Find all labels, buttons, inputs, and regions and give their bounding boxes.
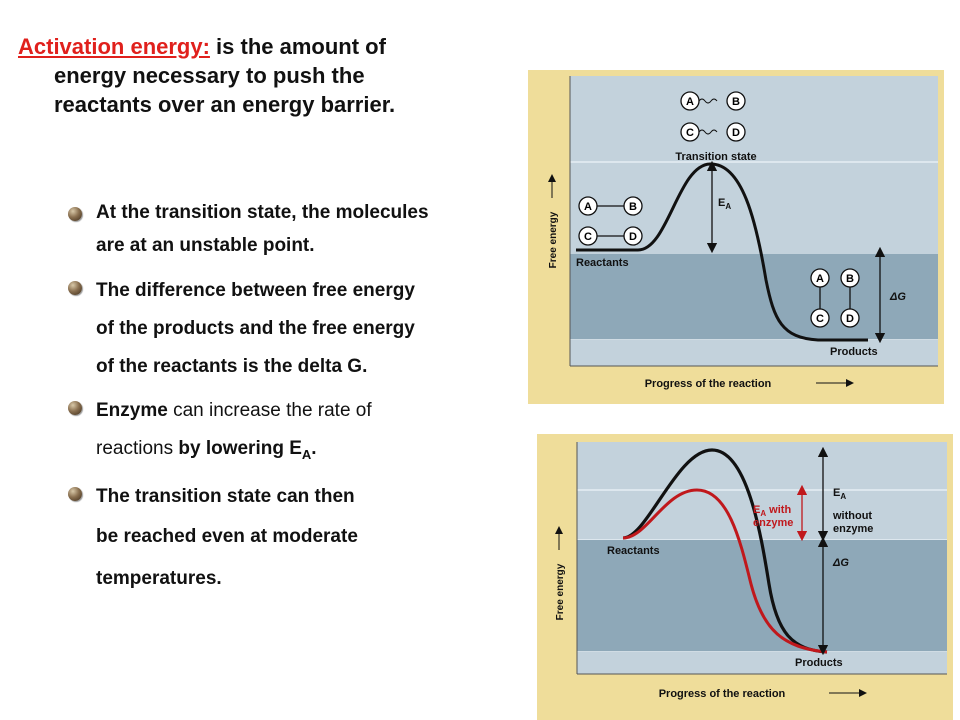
enzyme-diagram-svg: Reactants Products EA without enzyme EA … (537, 434, 953, 720)
delta-g-label: ΔG (889, 291, 906, 303)
heading-term: Activation energy: (18, 34, 210, 59)
products-label: Products (830, 346, 878, 358)
svg-text:A: A (584, 201, 592, 213)
heading-definition: Activation energy: is the amount of ener… (18, 32, 518, 119)
bullet-line: At the transition state, the molecules (96, 202, 429, 223)
delta-g-label: ΔG (832, 557, 849, 569)
bullet-line: are at an unstable point. (96, 235, 315, 256)
svg-text:A: A (816, 273, 824, 285)
bullet-line: The difference between free energy (96, 280, 415, 301)
x-axis-title: Progress of the reaction (645, 378, 772, 390)
bullet-text: can increase the rate of (167, 400, 372, 421)
reaction-curve (576, 162, 868, 342)
ea-without-label: EA (833, 487, 846, 501)
bullet-text: reactions (96, 438, 179, 459)
ea-with-label: EA with (753, 504, 791, 518)
ea-with-line2: enzyme (753, 517, 793, 529)
molecule-b-label: B (732, 96, 740, 108)
svg-text:D: D (846, 313, 854, 325)
bullet-icon (68, 281, 82, 295)
heading-line2: energy necessary to push the (54, 63, 365, 88)
reactants-label: Reactants (607, 545, 660, 557)
heading-line3: reactants over an energy barrier. (54, 92, 396, 117)
molecule-products: A B C D (810, 268, 860, 328)
heading-line1: is the amount of (209, 34, 386, 59)
y-axis-title: Free energy (555, 526, 566, 620)
molecule-transition-ab: A B (680, 91, 746, 111)
svg-text:Free energy: Free energy (548, 211, 559, 268)
ea-without-line3: enzyme (833, 523, 873, 535)
curve-with-enzyme (622, 488, 828, 654)
molecule-a-label: A (686, 96, 694, 108)
svg-text:C: C (584, 231, 592, 243)
y-axis-title: Free energy (548, 174, 559, 268)
bullet-icon (68, 486, 82, 501)
bullet-item: At the transition state, the molecules a… (66, 198, 526, 264)
molecule-c-label: C (686, 127, 694, 139)
curve-without-enzyme (622, 448, 828, 654)
x-axis-title: Progress of the reaction (659, 688, 786, 700)
svg-text:C: C (816, 313, 824, 325)
bullet-line: temperatures. (96, 567, 222, 589)
bullet-period: . (311, 438, 317, 459)
figure-enzyme-diagram: Reactants Products EA without enzyme EA … (537, 434, 953, 720)
svg-text:B: B (629, 201, 637, 213)
svg-text:Free energy: Free energy (555, 563, 566, 620)
reactants-label: Reactants (576, 257, 629, 269)
bullet-text-bold: by lowering E (178, 438, 302, 459)
ea-without-line2: without (832, 510, 872, 522)
ea-label: EA (718, 197, 731, 211)
molecule-reactants: A B C D (578, 196, 643, 246)
bullet-icon (68, 401, 82, 415)
transition-state-label: Transition state (675, 151, 756, 163)
bullet-item: The difference between free energy of th… (66, 272, 526, 386)
molecule-d-label: D (732, 127, 740, 139)
bullet-item: The transition state can then be reached… (66, 478, 526, 600)
bullet-icon (68, 207, 82, 221)
enzyme-term: Enzyme (96, 400, 168, 421)
bullet-line: be reached even at moderate (96, 525, 358, 547)
svg-text:B: B (846, 273, 854, 285)
bullet-line: of the reactants is the delta G. (96, 356, 368, 377)
svg-text:D: D (629, 231, 637, 243)
bullet-line: The transition state can then (96, 485, 355, 507)
ea-subscript: A (301, 446, 312, 462)
bullet-list: At the transition state, the molecules a… (66, 198, 526, 600)
molecule-transition-cd: C D (680, 122, 746, 142)
figure-energy-diagram: A B C D Transition state A B C D Reactan… (528, 70, 944, 404)
products-label: Products (795, 657, 843, 669)
bullet-item: Enzyme can increase the rate of reaction… (66, 392, 526, 474)
energy-diagram-svg: A B C D Transition state A B C D Reactan… (528, 70, 944, 404)
bullet-line: of the products and the free energy (96, 318, 415, 339)
